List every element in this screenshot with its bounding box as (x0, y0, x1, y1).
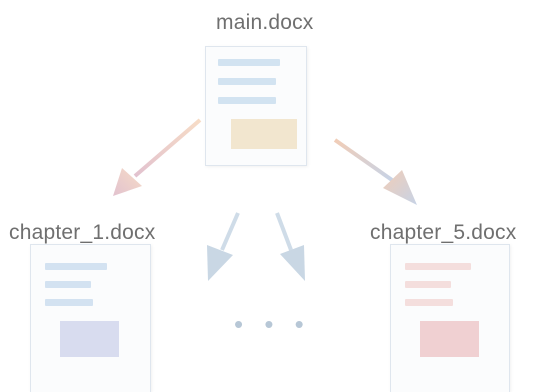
chapter-1-label: chapter_1.docx (9, 221, 156, 244)
chapter-1-block (60, 321, 119, 357)
chapter-1-line-3 (45, 299, 93, 306)
chapter-1-line-1 (45, 263, 107, 270)
chapter-5-block (420, 321, 479, 357)
chapter-5-line-2 (405, 281, 451, 288)
chapter-5-line-3 (405, 299, 453, 306)
arrow-main-to-chapter-1 (113, 118, 202, 196)
main-block (231, 119, 297, 149)
ellipsis: • • • (234, 309, 311, 339)
main-line-3 (218, 97, 276, 104)
chapter-5-label: chapter_5.docx (370, 221, 517, 244)
main-line-2 (218, 78, 276, 85)
main-line-1 (218, 59, 280, 66)
chapter-1-line-2 (45, 281, 91, 288)
chapter-5-document-icon (390, 244, 510, 392)
chapter-1-document-icon (30, 244, 151, 392)
main-document-icon (205, 46, 307, 166)
main-doc-label: main.docx (216, 11, 314, 34)
arrow-middle-left (207, 212, 240, 281)
arrow-main-to-chapter-5 (333, 138, 417, 205)
chapter-5-line-1 (405, 263, 471, 270)
arrow-middle-right (275, 212, 305, 281)
